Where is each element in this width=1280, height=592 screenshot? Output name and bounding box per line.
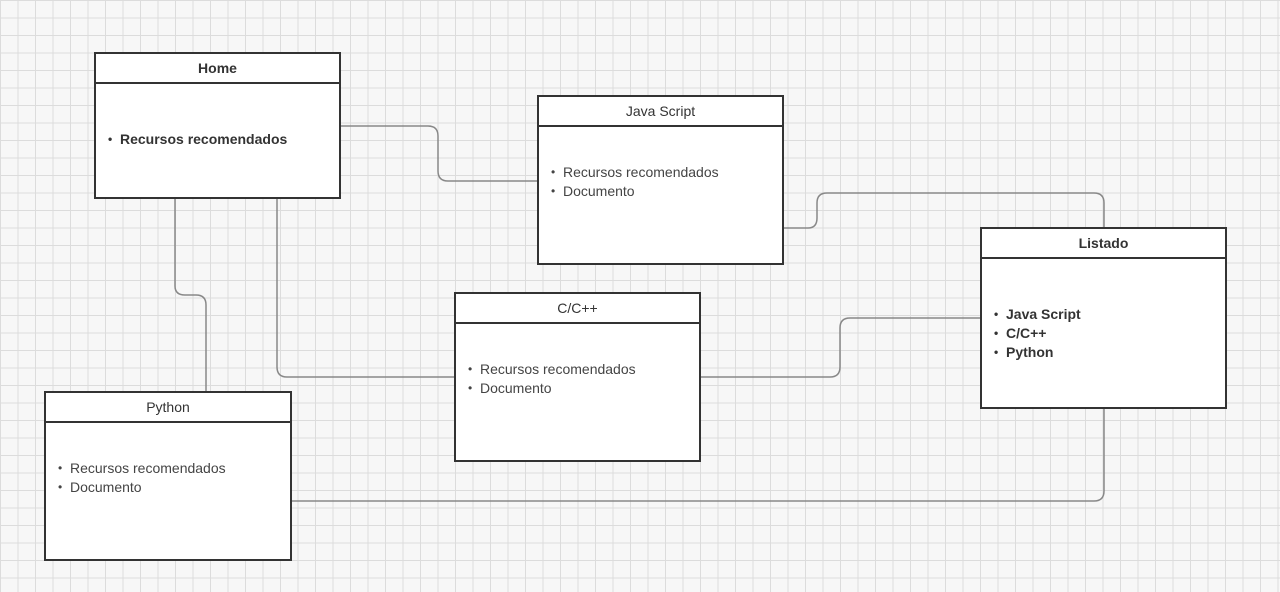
box-listado[interactable]: Listado Java Script C/C++ Python [980,227,1227,409]
box-cpp-list: Recursos recomendados Documento [468,360,699,398]
connector-cpp-listado [701,317,980,378]
box-python[interactable]: Python Recursos recomendados Documento [44,391,292,561]
box-listado-title: Listado [982,229,1225,259]
box-listado-list: Java Script C/C++ Python [994,305,1225,362]
box-listado-item: Python [994,343,1225,362]
box-listado-item: Java Script [994,305,1225,324]
box-javascript-item: Recursos recomendados [551,163,782,182]
box-python-item: Documento [58,478,290,497]
box-home[interactable]: Home Recursos recomendados [94,52,341,199]
box-javascript-item: Documento [551,182,782,201]
box-javascript-title: Java Script [539,97,782,127]
connector-home-cpp [276,199,454,378]
connector-home-javascript [341,125,537,182]
box-home-list: Recursos recomendados [108,130,339,149]
box-home-item: Recursos recomendados [108,130,339,149]
box-cpp-title: C/C++ [456,294,699,324]
box-cpp-item: Documento [468,379,699,398]
box-cpp[interactable]: C/C++ Recursos recomendados Documento [454,292,701,462]
box-python-title: Python [46,393,290,423]
box-javascript-list: Recursos recomendados Documento [551,163,782,201]
box-python-list: Recursos recomendados Documento [58,459,290,497]
box-home-title: Home [96,54,339,84]
box-listado-item: C/C++ [994,324,1225,343]
connector-javascript-listado [784,192,1105,229]
box-javascript[interactable]: Java Script Recursos recomendados Docume… [537,95,784,265]
connector-python-listado [292,409,1105,502]
connector-home-python [174,199,207,391]
box-python-item: Recursos recomendados [58,459,290,478]
box-cpp-item: Recursos recomendados [468,360,699,379]
